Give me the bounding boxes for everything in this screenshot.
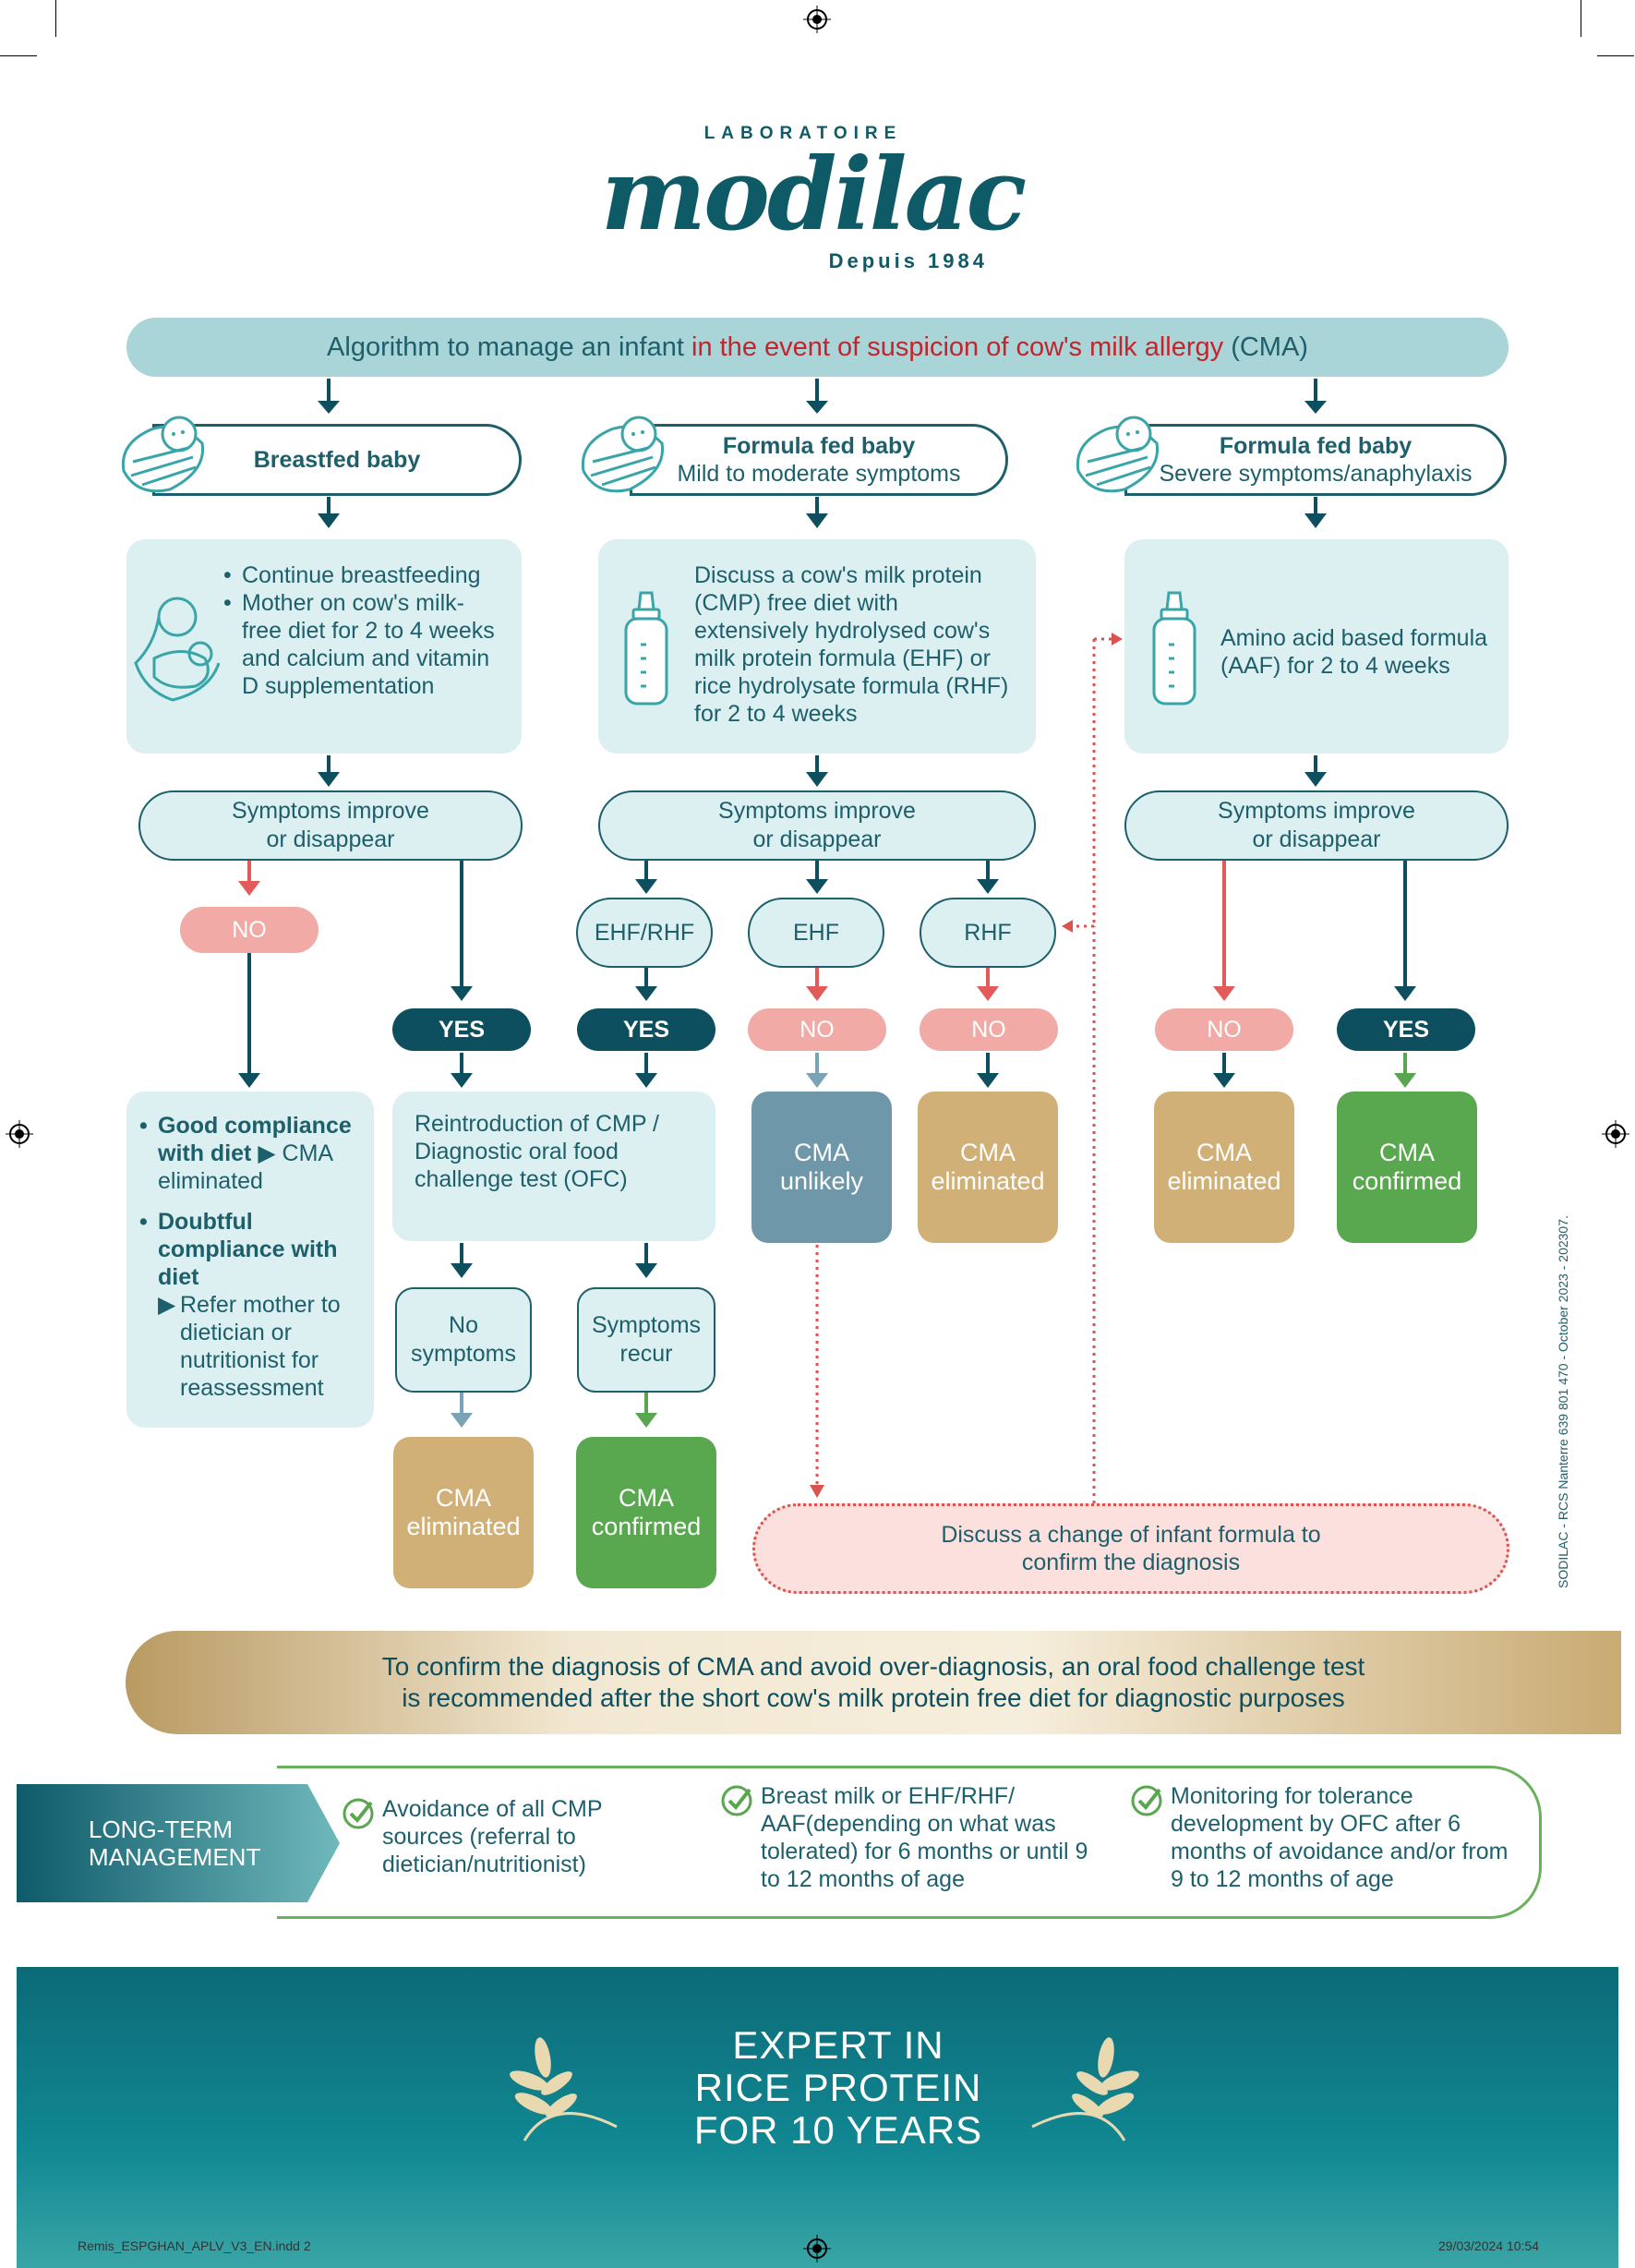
formula-mild-advice-box: Discuss a cow's milk protein (CMP) free …	[598, 539, 1036, 754]
swaddled-baby-icon	[1076, 416, 1160, 493]
symptoms-recur: Symptoms recur	[577, 1287, 715, 1393]
expert-panel: EXPERT IN RICE PROTEIN FOR 10 YEARS Remi…	[17, 1967, 1618, 2268]
header-formula-severe: Formula fed baby Severe symptoms/anaphyl…	[1124, 424, 1507, 496]
algorithm-title-bar: Algorithm to manage an infant in the eve…	[126, 318, 1509, 377]
header-severe-line1: Formula fed baby	[1219, 433, 1413, 459]
long-term-label-2: MANAGEMENT	[89, 1843, 261, 1871]
registration-mark-bottom	[803, 2235, 831, 2262]
breastfed-yes: YES	[392, 1008, 531, 1051]
crop-mark-tl-h	[0, 55, 37, 56]
long-term-item-3: Monitoring for tolerance development by …	[1128, 1782, 1516, 1893]
cma-confirmed-severe: CMA confirmed	[1337, 1092, 1477, 1243]
swaddled-baby-icon	[581, 416, 665, 493]
legal-side-note: SODILAC - RCS Nanterre 639 801 470 - Oct…	[1556, 1215, 1570, 1588]
ehf-no: NO	[748, 1008, 886, 1051]
baby-bottle-icon	[624, 591, 668, 706]
header-breastfed: Breastfed baby	[152, 424, 522, 496]
formula-severe-advice-box: Amino acid based formula (AAF) for 2 to …	[1124, 539, 1509, 754]
long-term-panel	[277, 1766, 1542, 1919]
breastfeeding-mother-icon	[134, 597, 221, 702]
severe-yes: YES	[1337, 1008, 1475, 1051]
expert-line-3: FOR 10 YEARS	[693, 2108, 983, 2152]
cma-eliminated-ofc: CMA eliminated	[393, 1437, 534, 1588]
good-compliance-result: CMA eliminated	[158, 1140, 332, 1194]
rhf-no: NO	[920, 1008, 1058, 1051]
severe-symptoms-improve: Symptoms improve or disappear	[1124, 790, 1509, 861]
good-compliance-bold: Good compliance with diet	[158, 1113, 352, 1166]
breastfed-bullet-2: •Mother on cow's milk-free diet for 2 to…	[223, 590, 495, 699]
cma-eliminated-severe: CMA eliminated	[1154, 1092, 1294, 1243]
crop-mark-tl-v	[55, 0, 56, 37]
rice-wheat-icon	[510, 2037, 618, 2141]
diagnosis-banner: To confirm the diagnosis of CMA and avoi…	[126, 1631, 1621, 1734]
swaddled-baby-icon	[121, 416, 205, 493]
expert-line-2: RICE PROTEIN	[694, 2066, 982, 2109]
header-mild-line1: Formula fed baby	[722, 433, 916, 459]
brand-logo: modilac	[600, 137, 1028, 253]
cma-eliminated-rhf: CMA eliminated	[918, 1092, 1058, 1243]
footer-file-name: Remis_ESPGHAN_APLV_V3_EN.indd 2	[78, 2238, 311, 2253]
header-mild-line2: Mild to moderate symptoms	[677, 461, 961, 487]
check-circle-icon	[343, 1798, 374, 1829]
long-term-label: LONG-TERM MANAGEMENT	[17, 1784, 340, 1902]
banner-line-2: is recommended after the short cow's mil…	[402, 1683, 1345, 1712]
registration-mark-top	[803, 6, 831, 33]
crop-mark-tr-h	[1597, 55, 1634, 56]
check-circle-icon	[721, 1785, 752, 1816]
breastfed-advice-list: •Continue breastfeeding •Mother on cow's…	[223, 561, 517, 700]
breastfed-symptoms-improve: Symptoms improve or disappear	[138, 790, 523, 861]
rice-wheat-icon	[1031, 2037, 1139, 2141]
formula-mild-advice-text: Discuss a cow's milk protein (CMP) free …	[694, 562, 1009, 727]
registration-mark-left	[6, 1120, 33, 1148]
brand-since: Depuis 1984	[828, 249, 988, 272]
reintroduction-box: Reintroduction of CMP / Diagnostic oral …	[392, 1092, 715, 1241]
good-compliance-item: • Good compliance with diet ▶ CMA elimin…	[139, 1113, 352, 1194]
check-circle-icon	[1131, 1785, 1162, 1816]
breastfed-advice-box: •Continue breastfeeding •Mother on cow's…	[126, 539, 522, 754]
title-part-2: in the event of suspicion of cow's milk …	[691, 332, 1224, 362]
brand-top: LABORATOIRE	[703, 124, 903, 143]
formula-severe-advice-text: Amino acid based formula (AAF) for 2 to …	[1220, 625, 1488, 679]
registration-mark-right	[1602, 1120, 1629, 1148]
banner-line-1: To confirm the diagnosis of CMA and avoi…	[381, 1652, 1365, 1681]
doubtful-compliance-bold: Doubtful compliance with diet	[158, 1209, 338, 1290]
long-term-item-2: Breast milk or EHF/RHF/ AAF(depending on…	[718, 1782, 1115, 1893]
no-symptoms: No symptoms	[395, 1287, 532, 1393]
reintroduction-text: Reintroduction of CMP / Diagnostic oral …	[415, 1111, 659, 1192]
doubtful-compliance-action: ▶ Refer mother to dietician or nutrition…	[158, 1292, 341, 1401]
footer-date: 29/03/2024 10:54	[1438, 2238, 1539, 2253]
option-ehf: EHF	[748, 898, 884, 968]
header-severe-line2: Severe symptoms/anaphylaxis	[1159, 461, 1473, 487]
mild-yes: YES	[577, 1008, 715, 1051]
compliance-box: • Good compliance with diet ▶ CMA elimin…	[126, 1092, 374, 1428]
expert-line-1: EXPERT IN	[732, 2023, 944, 2067]
title-part-3: (CMA)	[1223, 332, 1308, 362]
severe-no: NO	[1155, 1008, 1293, 1051]
cma-confirmed-ofc: CMA confirmed	[576, 1437, 716, 1588]
breastfed-bullet-1: •Continue breastfeeding	[223, 562, 481, 588]
baby-bottle-icon	[1152, 591, 1196, 706]
long-term-label-1: LONG-TERM	[89, 1816, 233, 1843]
long-term-item-1: Avoidance of all CMP sources (referral t…	[340, 1795, 654, 1878]
header-formula-mild: Formula fed baby Mild to moderate sympto…	[630, 424, 1008, 496]
expert-text: EXPERT IN RICE PROTEIN FOR 10 YEARS	[607, 2024, 1069, 2152]
cma-unlikely: CMA unlikely	[751, 1092, 892, 1243]
mild-symptoms-improve: Symptoms improve or disappear	[598, 790, 1036, 861]
discuss-formula-change: Discuss a change of infant formula to co…	[752, 1503, 1509, 1594]
title-part-1: Algorithm to manage an infant	[327, 332, 691, 362]
doubtful-compliance-item: • Doubtful compliance with diet	[139, 1209, 338, 1290]
option-ehf-rhf: EHF/RHF	[576, 898, 713, 968]
breastfed-no: NO	[180, 907, 319, 953]
option-rhf: RHF	[920, 898, 1056, 968]
